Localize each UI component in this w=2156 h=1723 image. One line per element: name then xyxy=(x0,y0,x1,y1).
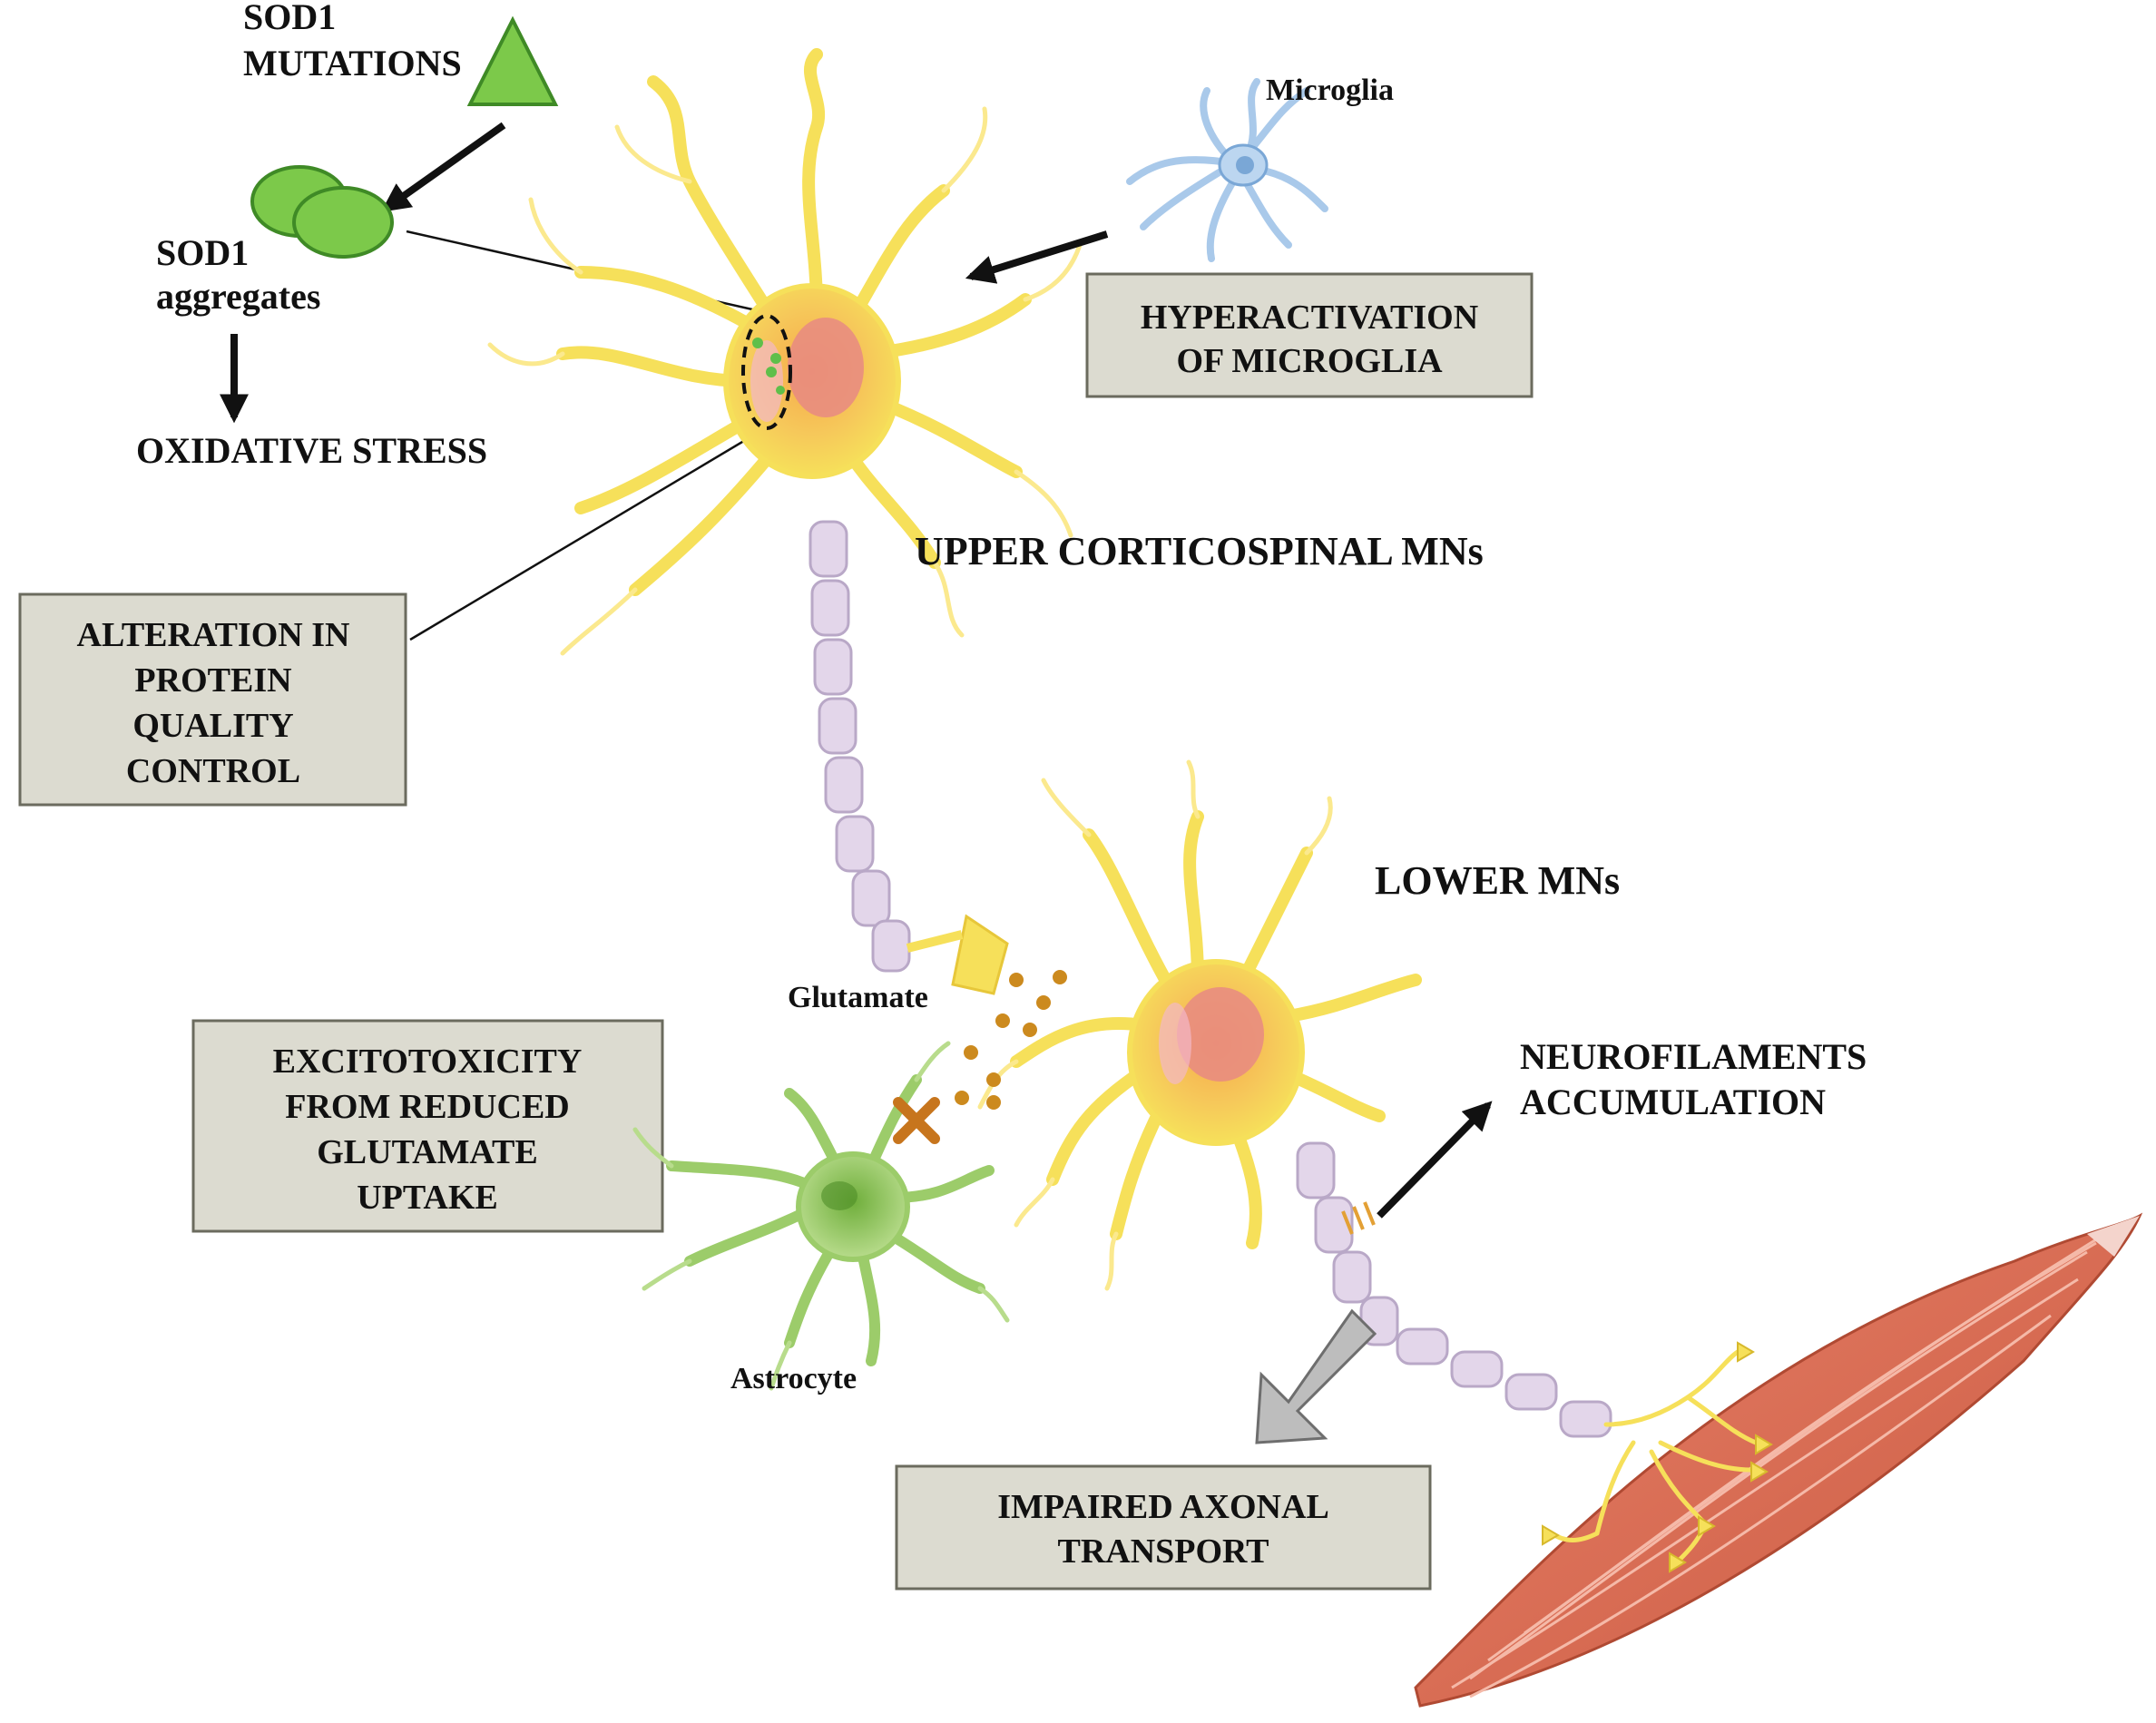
axonal-transport-box: IMPAIRED AXONAL TRANSPORT xyxy=(895,1464,1432,1591)
hyperactivation-box-line-1: HYPERACTIVATION xyxy=(1141,299,1478,337)
microglia-to-neuron-arrow xyxy=(965,230,1109,284)
sod1-mutations-label-1: SOD1 xyxy=(243,0,336,37)
upper-nucleus xyxy=(788,318,864,417)
neurofilaments-label-1: NEUROFILAMENTS xyxy=(1520,1036,1867,1077)
axonal-box-line-1: IMPAIRED AXONAL xyxy=(997,1488,1329,1526)
hyperactivation-box: HYPERACTIVATION OF MICROGLIA xyxy=(1085,272,1534,398)
microglia-cell-icon xyxy=(1126,78,1328,262)
astrocyte-cell-icon xyxy=(632,1041,1010,1391)
lower-nucleus xyxy=(1177,987,1264,1082)
lower-mns-label: LOWER MNs xyxy=(1375,858,1620,903)
blocked-uptake-x-icon xyxy=(893,1097,940,1144)
neurofilament-marks xyxy=(1341,1201,1376,1235)
excito-box-line-1: EXCITOTOXICITY xyxy=(273,1043,583,1081)
protein-quality-box: ALTERATION IN PROTEIN QUALITY CONTROL xyxy=(18,592,407,807)
neurofilaments-label-2: ACCUMULATION xyxy=(1520,1082,1826,1122)
sod1-aggregates-label-1: SOD1 xyxy=(156,232,249,273)
astrocyte-label: Astrocyte xyxy=(730,1362,857,1395)
upper-motor-neuron xyxy=(487,48,1083,656)
aggregate-zoom-outline xyxy=(741,314,792,430)
glutamate-dots xyxy=(955,970,1067,1110)
mutation-to-aggregate-arrow xyxy=(380,122,506,212)
lower-motor-neuron xyxy=(977,759,1422,1291)
excito-box-line-4: UPTAKE xyxy=(357,1179,498,1217)
axonal-box-line-2: TRANSPORT xyxy=(1057,1532,1269,1571)
nmj-terminal-markers xyxy=(1542,1341,1773,1573)
microglia-label: Microglia xyxy=(1266,73,1394,107)
protein-box-line-2: PROTEIN xyxy=(134,661,291,700)
neurofilaments-arrow xyxy=(1377,1101,1493,1219)
excito-box-line-2: FROM REDUCED xyxy=(285,1088,569,1126)
protein-box-line-1: ALTERATION IN xyxy=(77,616,350,654)
protein-box-line-4: CONTROL xyxy=(126,752,300,790)
axon-terminal xyxy=(951,914,1009,995)
sod1-mutations-label-2: MUTATIONS xyxy=(243,43,462,83)
sod1-mutation-triangle-icon xyxy=(466,15,559,106)
lower-axon xyxy=(1296,1141,1612,1438)
sod1-aggregates-icon xyxy=(250,165,394,259)
protein-box-line-3: QUALITY xyxy=(132,707,293,745)
glutamate-label: Glutamate xyxy=(788,981,928,1014)
protein-box-callout-line xyxy=(409,423,772,641)
upper-axon xyxy=(808,520,911,973)
excitotoxicity-box: EXCITOTOXICITY FROM REDUCED GLUTAMATE UP… xyxy=(191,1019,664,1233)
sod1-aggregates-label-2: aggregates xyxy=(156,276,320,317)
hyperactivation-box-line-2: OF MICROGLIA xyxy=(1176,342,1443,380)
skeletal-muscle-icon xyxy=(1414,1212,2143,1708)
oxidative-stress-label: OXIDATIVE STRESS xyxy=(136,430,487,471)
upper-mns-label: UPPER CORTICOSPINAL MNs xyxy=(915,529,1484,573)
axonal-transport-gray-arrow xyxy=(1255,1308,1377,1444)
excito-box-line-3: GLUTAMATE xyxy=(317,1133,538,1171)
